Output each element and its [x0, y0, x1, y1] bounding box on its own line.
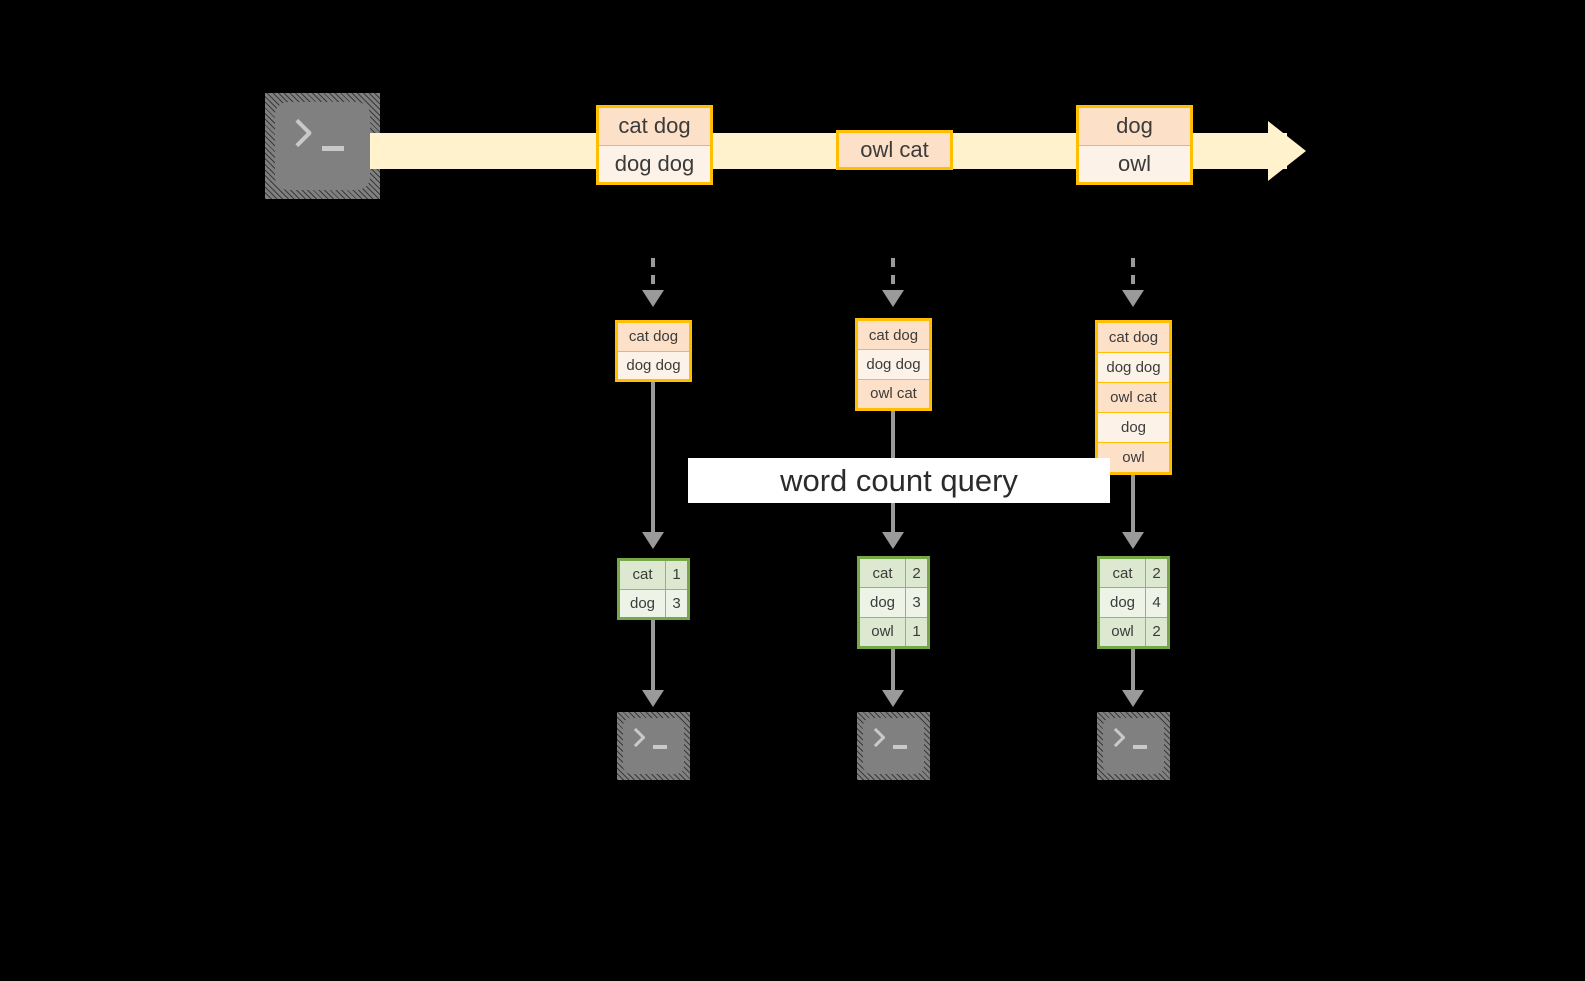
stream-event-box[interactable]: dog owl: [1076, 105, 1193, 185]
result-count: 2: [912, 564, 921, 582]
snapshot-to-result-connector: [1131, 475, 1135, 534]
result-to-sink-connector: [891, 649, 895, 692]
result-row: dog 3: [860, 588, 927, 618]
result-count: 2: [1152, 564, 1161, 582]
snapshot-line: dog dog: [1098, 353, 1169, 383]
snapshot-line: dog dog: [618, 351, 689, 379]
stream-event-line: owl: [1079, 145, 1190, 182]
snapshot-line: dog: [1098, 413, 1169, 443]
stream-event-box[interactable]: owl cat: [836, 130, 953, 170]
result-word: dog: [860, 588, 906, 617]
snapshot-to-result-arrowhead: [642, 532, 664, 549]
sink-terminal-icon: [1097, 712, 1170, 780]
snapshot-to-result-arrowhead: [1122, 532, 1144, 549]
snapshot-line: cat dog: [1098, 323, 1169, 353]
result-row: cat 2: [860, 559, 927, 589]
result-row: dog 3: [620, 589, 687, 617]
result-row: dog 4: [1100, 588, 1167, 618]
result-word: cat: [1100, 559, 1146, 588]
terminal-prompt-underscore: [653, 745, 667, 749]
result-to-sink-connector: [1131, 649, 1135, 692]
stream-to-snapshot-arrowhead: [1122, 290, 1144, 307]
stream-to-snapshot-arrowhead: [642, 290, 664, 307]
snapshot-to-result-connector: [651, 382, 655, 534]
result-word: owl: [1100, 617, 1146, 646]
stream-event-box[interactable]: cat dog dog dog: [596, 105, 713, 185]
result-count: 1: [912, 623, 921, 641]
result-to-sink-connector: [651, 620, 655, 692]
snapshot-line: owl cat: [1098, 383, 1169, 413]
result-word: dog: [1100, 588, 1146, 617]
result-to-sink-arrowhead: [882, 690, 904, 707]
stream-event-line: cat dog: [599, 108, 710, 146]
snapshot-line: dog dog: [858, 350, 929, 380]
snapshot-to-result-arrowhead: [882, 532, 904, 549]
snapshot-box[interactable]: cat dog dog dog owl cat: [855, 318, 932, 411]
event-stream-arrowhead: [1268, 121, 1306, 181]
result-count: 3: [672, 594, 681, 612]
result-table[interactable]: cat 2 dog 4 owl 2: [1097, 556, 1170, 649]
stream-to-snapshot-arrowhead: [882, 290, 904, 307]
stream-to-snapshot-connector: [651, 258, 655, 292]
stream-to-snapshot-connector: [891, 258, 895, 292]
result-table[interactable]: cat 1 dog 3: [617, 558, 690, 620]
terminal-prompt-underscore: [893, 745, 907, 749]
stream-event-line: dog: [1079, 108, 1190, 146]
sink-terminal-icon: [857, 712, 930, 780]
result-count: 3: [912, 593, 921, 611]
snapshot-line: cat dog: [618, 323, 689, 352]
result-word: cat: [860, 559, 906, 588]
terminal-prompt-underscore: [322, 146, 344, 151]
stream-event-line: dog dog: [599, 145, 710, 182]
terminal-prompt-underscore: [1133, 745, 1147, 749]
result-table[interactable]: cat 2 dog 3 owl 1: [857, 556, 930, 649]
snapshot-line: owl cat: [858, 379, 929, 408]
stream-event-line: owl cat: [839, 133, 950, 167]
result-row: owl 2: [1100, 617, 1167, 646]
snapshot-box[interactable]: cat dog dog dog owl cat dog owl: [1095, 320, 1172, 475]
result-to-sink-arrowhead: [1122, 690, 1144, 707]
result-row: owl 1: [860, 617, 927, 646]
result-count: 1: [672, 566, 681, 584]
result-word: dog: [620, 589, 666, 617]
result-word: cat: [620, 561, 666, 589]
stream-to-snapshot-connector: [1131, 258, 1135, 292]
result-to-sink-arrowhead: [642, 690, 664, 707]
result-row: cat 2: [1100, 559, 1167, 589]
snapshot-box[interactable]: cat dog dog dog: [615, 320, 692, 382]
snapshot-line: cat dog: [858, 321, 929, 351]
result-count: 2: [1152, 623, 1161, 641]
result-count: 4: [1152, 593, 1161, 611]
result-row: cat 1: [620, 561, 687, 590]
sink-terminal-icon: [617, 712, 690, 780]
source-terminal-icon: [265, 93, 380, 199]
query-label: word count query: [688, 458, 1110, 503]
result-word: owl: [860, 617, 906, 646]
